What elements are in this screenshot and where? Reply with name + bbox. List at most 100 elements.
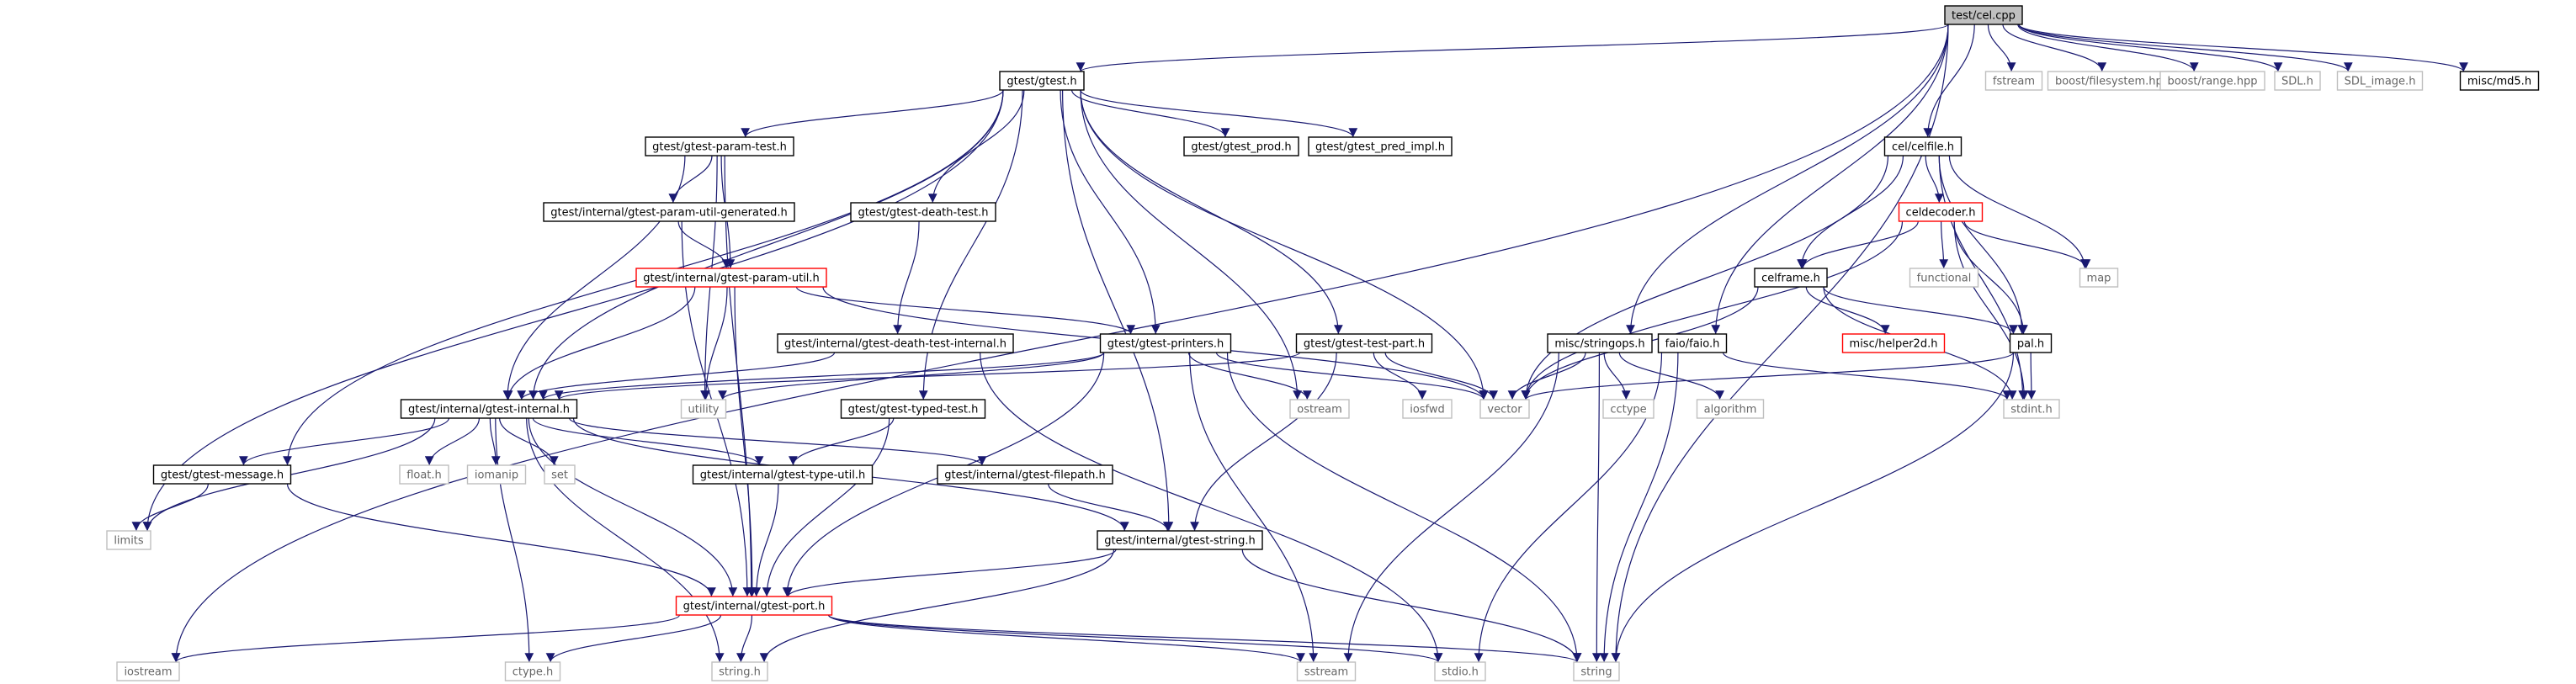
edge-gtest-to-predimpl — [1080, 89, 1358, 138]
node-label: float.h — [406, 469, 442, 482]
node-box — [116, 661, 180, 681]
node-helper2d[interactable]: misc/helper2d.h — [1841, 333, 1946, 353]
node-box — [1944, 5, 2023, 25]
node-pal[interactable]: pal.h — [2009, 333, 2053, 353]
node-label: string — [1580, 666, 1612, 679]
node-box — [680, 399, 727, 419]
node-iosfwd: iosfwd — [1402, 399, 1453, 419]
edge-root-to-gtest — [1076, 24, 1949, 72]
edge-typedtest-to-typeutil — [789, 417, 895, 466]
node-box — [2336, 71, 2424, 91]
edge-celdecoder-to-functional — [1939, 220, 1949, 269]
node-faio[interactable]: faio/faio.h — [1657, 333, 1728, 353]
node-celfile[interactable]: cel/celfile.h — [1883, 136, 1963, 156]
node-sstream: sstream — [1296, 661, 1357, 681]
edge-stringops-to-string — [1591, 352, 1601, 663]
edge-paramtest-to-internal — [502, 155, 686, 400]
node-label: map — [2087, 273, 2111, 285]
node-map: map — [2079, 268, 2119, 288]
node-box — [1602, 399, 1654, 419]
edge-root-to-md5 — [2018, 24, 2468, 72]
node-label: gtest/gtest-typed-test.h — [848, 404, 979, 416]
node-deathtest[interactable]: gtest/gtest-death-test.h — [850, 202, 996, 222]
node-root[interactable]: test/cel.cpp — [1944, 5, 2023, 25]
node-gtest[interactable]: gtest/gtest.h — [999, 71, 1085, 91]
edge-testpart-to-vector — [1384, 352, 1498, 400]
edge-stringops-to-cctype — [1603, 352, 1631, 400]
node-functional: functional — [1909, 268, 1979, 288]
node-box — [2459, 71, 2540, 91]
node-label: misc/helper2d.h — [1850, 338, 1938, 351]
edge-celfile-to-celframe — [1797, 155, 1904, 269]
node-label: gtest/gtest-printers.h — [1107, 338, 1224, 351]
node-iostream: iostream — [116, 661, 180, 681]
node-label: algorithm — [1704, 404, 1757, 416]
node-brange: boost/range.hpp — [2159, 71, 2265, 91]
node-sdl: SDL.h — [2274, 71, 2321, 91]
node-label: gtest/gtest_prod.h — [1191, 141, 1291, 154]
node-predimpl[interactable]: gtest/gtest_pred_impl.h — [1308, 136, 1453, 156]
node-box — [2159, 71, 2265, 91]
edge-faio-to-string — [1599, 352, 1679, 663]
node-box — [1183, 136, 1299, 156]
node-box — [999, 71, 1085, 91]
node-message[interactable]: gtest/gtest-message.h — [152, 464, 292, 485]
node-bfs: boost/filesystem.hpp — [2047, 71, 2178, 91]
node-label: iostream — [124, 666, 172, 679]
edge-printers-to-ostream — [1187, 352, 1312, 400]
node-label: stdint.h — [2010, 404, 2052, 416]
node-filepath[interactable]: gtest/internal/gtest-filepath.h — [937, 464, 1113, 485]
node-box — [504, 661, 561, 681]
node-typeutil[interactable]: gtest/internal/gtest-type-util.h — [692, 464, 874, 485]
node-string: string — [1573, 661, 1620, 681]
node-label: boost/filesystem.hpp — [2055, 76, 2170, 88]
node-box — [1841, 333, 1946, 353]
node-celdecoder[interactable]: celdecoder.h — [1898, 202, 1984, 222]
node-port[interactable]: gtest/internal/gtest-port.h — [675, 596, 833, 616]
edge-paramgen-to-paramutil — [677, 220, 731, 269]
node-md5[interactable]: misc/md5.h — [2459, 71, 2540, 91]
edge-pal-to-string — [1611, 352, 2015, 663]
node-label: faio/faio.h — [1665, 338, 1720, 351]
edge-internal-to-message — [239, 417, 450, 466]
node-internal[interactable]: gtest/internal/gtest-internal.h — [400, 399, 578, 419]
node-prod[interactable]: gtest/gtest_prod.h — [1183, 136, 1299, 156]
node-paramtest[interactable]: gtest/gtest-param-test.h — [645, 136, 794, 156]
node-label: gtest/internal/gtest-type-util.h — [700, 469, 865, 482]
node-deathinternal[interactable]: gtest/internal/gtest-death-test-internal… — [777, 333, 1014, 353]
node-label: ctype.h — [513, 666, 554, 679]
edge-internal-to-typeutil — [532, 417, 764, 466]
edge-typeutil-to-port — [752, 483, 779, 597]
node-typedtest[interactable]: gtest/gtest-typed-test.h — [840, 399, 986, 419]
node-gstring[interactable]: gtest/internal/gtest-string.h — [1097, 530, 1263, 550]
edge-printers-to-sstream — [1189, 352, 1319, 663]
edge-root-to-fstream — [1987, 24, 2016, 72]
node-algorithm: algorithm — [1696, 399, 1765, 419]
node-label: test/cel.cpp — [1952, 10, 2016, 23]
edge-internal-to-iomanip — [489, 417, 501, 466]
node-box — [1657, 333, 1728, 353]
node-label: vector — [1487, 404, 1522, 416]
node-box — [1295, 333, 1433, 353]
edge-gtest-to-typedtest — [918, 89, 1023, 400]
node-paramutil[interactable]: gtest/internal/gtest-param-util.h — [635, 268, 827, 288]
node-stringops[interactable]: misc/stringops.h — [1547, 333, 1653, 353]
edge-gstring-to-port — [783, 549, 1117, 597]
edge-paramutil-to-utility — [701, 286, 728, 400]
node-box — [1754, 268, 1828, 288]
node-box — [1402, 399, 1453, 419]
node-label: gtest/gtest.h — [1006, 76, 1076, 88]
node-paramgen[interactable]: gtest/internal/gtest-param-util-generate… — [543, 202, 795, 222]
node-box — [1898, 202, 1984, 222]
node-printers[interactable]: gtest/gtest-printers.h — [1099, 333, 1232, 353]
node-label: limits — [114, 535, 144, 548]
node-label: boost/range.hpp — [2167, 76, 2257, 88]
node-label: cel/celfile.h — [1892, 141, 1954, 154]
node-label: gtest/internal/gtest-internal.h — [408, 404, 570, 416]
node-sdlimg: SDL_image.h — [2336, 71, 2424, 91]
node-celframe[interactable]: celframe.h — [1754, 268, 1828, 288]
node-stringh: string.h — [711, 661, 768, 681]
node-label: gtest/gtest-message.h — [161, 469, 284, 482]
node-testpart[interactable]: gtest/gtest-test-part.h — [1295, 333, 1433, 353]
